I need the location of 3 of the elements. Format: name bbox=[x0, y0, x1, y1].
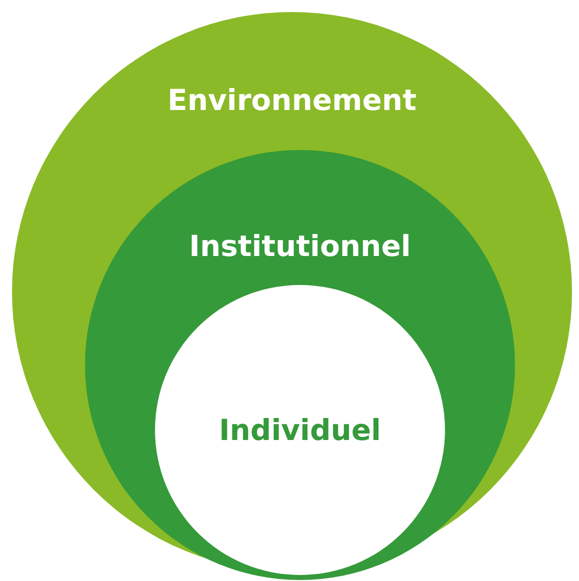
circle-label: Environnement bbox=[166, 82, 418, 118]
circle-label: Institutionnel bbox=[188, 228, 412, 264]
circle-label: Individuel bbox=[218, 412, 382, 448]
